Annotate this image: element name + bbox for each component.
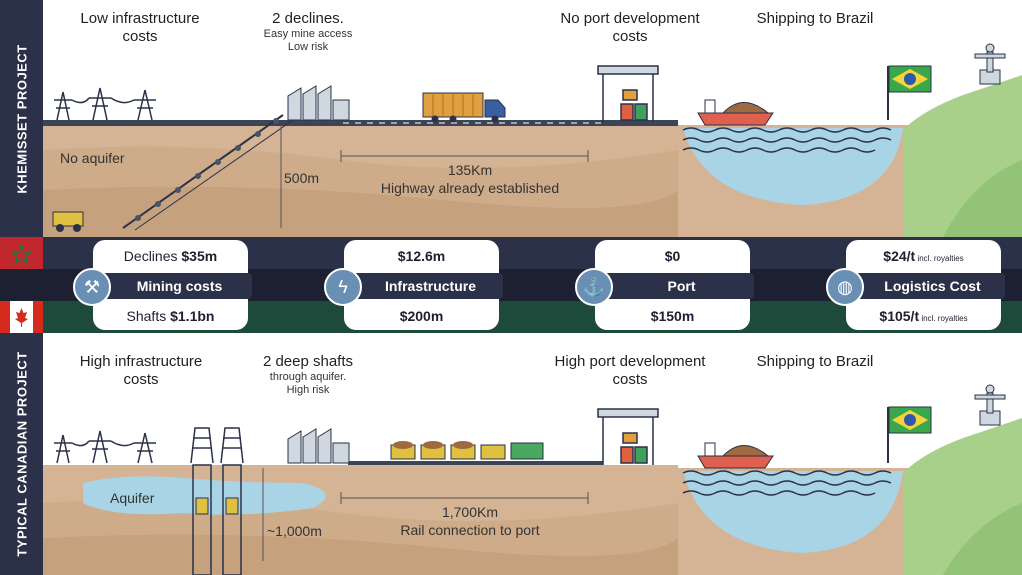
mining-costs-label: Mining costs <box>89 273 252 299</box>
route-label-bottom: Rail connection to port <box>400 522 540 538</box>
shafts-caption: 2 deep shafts through aquifer. High risk <box>262 353 354 396</box>
infrastructure-card: $12.6m Infrastructure ϟ $200m <box>324 240 503 330</box>
port-card: $0 Port ⚓ $150m <box>575 240 754 330</box>
depth-label-bottom: ~1,000m <box>267 523 322 539</box>
infra-caption-bottom: High infrastructure costs <box>79 353 203 388</box>
aquifer-label-bottom: Aquifer <box>110 490 155 506</box>
power-tower-icon: ϟ <box>324 268 362 306</box>
infrastructure-label: Infrastructure <box>340 273 503 299</box>
pickaxe-icon: ⚒ <box>73 268 111 306</box>
port-label: Port <box>591 273 754 299</box>
mining-costs-card: Declines $35m Mining costs ⚒ Shafts $1.1… <box>73 240 252 330</box>
distance-label-top: 135Km <box>447 162 493 178</box>
declines-caption: 2 declines. Easy mine access Low risk <box>263 10 353 53</box>
distance-label-bottom: 1,700Km <box>441 504 499 520</box>
canadian-side-label: TYPICAL CANADIAN PROJECT <box>0 333 43 575</box>
canadian-scene <box>43 384 1022 575</box>
depth-label-top: 500m <box>284 170 320 186</box>
khemisset-panel: KHEMISSET PROJECT <box>0 0 1022 237</box>
canadian-panel: TYPICAL CANADIAN PROJECT <box>0 333 1022 575</box>
shipping-caption-top: Shipping to Brazil <box>756 10 874 27</box>
logistics-cost-label: Logistics Cost <box>842 273 1005 299</box>
globe-icon: ◍ <box>826 268 864 306</box>
morocco-flag-icon <box>0 237 43 269</box>
aquifer-label-top: No aquifer <box>60 150 125 166</box>
infra-caption-top: Low infrastructure costs <box>80 10 200 45</box>
route-label-top: Highway already established <box>380 180 560 196</box>
logistics-cost-card: $24/t incl. royalties Logistics Cost ◍ $… <box>826 240 1005 330</box>
khemisset-side-label: KHEMISSET PROJECT <box>0 0 43 237</box>
anchor-icon: ⚓ <box>575 268 613 306</box>
shipping-caption-bottom: Shipping to Brazil <box>756 353 874 370</box>
canada-flag-icon <box>0 301 43 333</box>
cost-comparison-band: Declines $35m Mining costs ⚒ Shafts $1.1… <box>0 237 1022 333</box>
khemisset-scene <box>43 43 1022 237</box>
port-caption-top: No port development costs <box>560 10 700 45</box>
port-caption-bottom: High port development costs <box>554 353 706 388</box>
